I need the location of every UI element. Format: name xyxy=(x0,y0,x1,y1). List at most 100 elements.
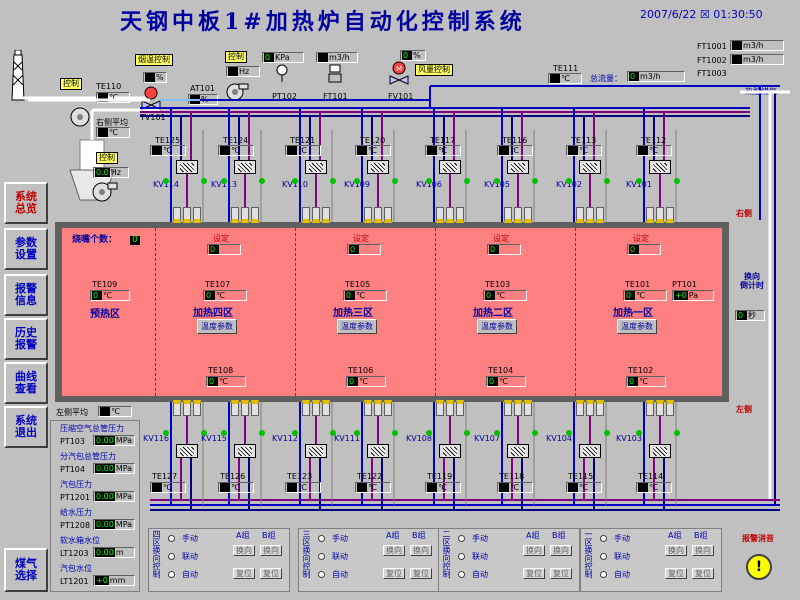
reverse-a-button[interactable]: 换向 xyxy=(665,545,687,556)
mode-radio-linkage[interactable] xyxy=(168,553,175,560)
sidebar-item-params[interactable]: 参数 设置 xyxy=(4,228,48,270)
upper-te-value-unit: ℃ xyxy=(231,146,240,155)
reset-b-button[interactable]: 复位 xyxy=(260,568,282,579)
upper-te-value: ℃ xyxy=(636,145,672,156)
zone-setpoint-number: 0 xyxy=(489,245,499,254)
reset-b-button[interactable]: 复位 xyxy=(410,568,432,579)
mode-radio-manual[interactable] xyxy=(318,535,325,542)
upper-nozzle-icon xyxy=(374,207,382,223)
zone-divider xyxy=(575,228,576,396)
lower-valve-indicator-icon xyxy=(604,430,610,436)
upper-kv-label: KV105 xyxy=(484,180,510,189)
mode-radio-auto[interactable] xyxy=(318,571,325,578)
mode-radio-manual[interactable] xyxy=(458,535,465,542)
lower-fan-icon[interactable] xyxy=(90,180,118,204)
total-flow-label: 总流量： xyxy=(590,74,622,83)
temp-params-button[interactable]: 温度参数 xyxy=(477,319,517,334)
reverse-b-button[interactable]: 换向 xyxy=(410,545,432,556)
reset-b-button[interactable]: 复位 xyxy=(692,568,714,579)
lower-burner-icon[interactable] xyxy=(176,444,198,458)
mode-radio-auto[interactable] xyxy=(600,571,607,578)
lower-burner-icon[interactable] xyxy=(367,444,389,458)
upper-burner-icon[interactable] xyxy=(234,160,256,174)
sidebar-item-alarms[interactable]: 报警 信息 xyxy=(4,274,48,316)
te110-tag: TE110 xyxy=(96,82,122,91)
mode-radio-linkage[interactable] xyxy=(458,553,465,560)
upper-fan-icon[interactable] xyxy=(68,105,94,131)
temp-params-button[interactable]: 温度参数 xyxy=(337,319,377,334)
upper-burner-icon[interactable] xyxy=(305,160,327,174)
reverse-b-button[interactable]: 换向 xyxy=(692,545,714,556)
reverse-b-button[interactable]: 换向 xyxy=(550,545,572,556)
upper-burner-icon[interactable] xyxy=(579,160,601,174)
lower-burner-icon[interactable] xyxy=(579,444,601,458)
reset-b-button[interactable]: 复位 xyxy=(550,568,572,579)
lower-nozzle-icon xyxy=(312,400,320,416)
upper-te-value-unit: ℃ xyxy=(163,146,172,155)
mode-radio-auto[interactable] xyxy=(168,571,175,578)
alarm-icon: ! xyxy=(755,559,763,575)
sidebar-item-exit[interactable]: 系统 退出 xyxy=(4,406,48,448)
lower-te-value: ℃ xyxy=(150,482,186,493)
upper-valve-indicator-icon xyxy=(494,178,500,184)
reverse-a-button[interactable]: 换向 xyxy=(233,545,255,556)
lower-burner-icon[interactable] xyxy=(439,444,461,458)
upper-valve-indicator-icon xyxy=(221,178,227,184)
reset-a-button[interactable]: 复位 xyxy=(383,568,405,579)
mode-label-manual: 手动 xyxy=(614,534,630,543)
upper-burner-icon[interactable] xyxy=(507,160,529,174)
lower-burner-icon[interactable] xyxy=(234,444,256,458)
gas-select-button[interactable]: 煤气 选择 xyxy=(4,548,48,592)
mode-radio-manual[interactable] xyxy=(600,535,607,542)
reverse-a-button[interactable]: 换向 xyxy=(523,545,545,556)
sidebar-item-curves[interactable]: 曲线 查看 xyxy=(4,362,48,404)
reset-a-button[interactable]: 复位 xyxy=(665,568,687,579)
upper-valve-indicator-icon xyxy=(354,178,360,184)
fv101-valve-icon[interactable]: M xyxy=(388,60,410,86)
lower-fan-control-button[interactable]: 控制 xyxy=(96,152,118,164)
chimney-control-button[interactable]: 控制 xyxy=(60,78,82,90)
lower-te-value-unit: ℃ xyxy=(579,483,588,492)
upper-burner-icon[interactable] xyxy=(649,160,671,174)
reverse-a-button[interactable]: 换向 xyxy=(383,545,405,556)
zone-te-top-tag: TE103 xyxy=(485,280,511,289)
upper-nozzle-icon xyxy=(666,207,674,223)
reset-a-button[interactable]: 复位 xyxy=(233,568,255,579)
tv101-label: TV101 xyxy=(140,113,166,122)
mode-radio-linkage[interactable] xyxy=(600,553,607,560)
upper-te-value-number xyxy=(220,146,230,155)
blower-fan-icon[interactable] xyxy=(225,82,249,102)
upper-burner-icon[interactable] xyxy=(367,160,389,174)
lower-burner-icon[interactable] xyxy=(507,444,529,458)
mode-radio-linkage[interactable] xyxy=(318,553,325,560)
fan-control-button[interactable]: 控制 xyxy=(225,51,247,63)
lower-burner-icon[interactable] xyxy=(305,444,327,458)
sidebar-item-history[interactable]: 历史 报警 xyxy=(4,318,48,360)
lower-burner-icon[interactable] xyxy=(649,444,671,458)
upper-valve-indicator-icon xyxy=(201,178,207,184)
mode-label-manual: 手动 xyxy=(332,534,348,543)
furnace-chamber xyxy=(62,228,722,396)
upper-kv-label: KV114 xyxy=(153,180,179,189)
upper-te-value: ℃ xyxy=(218,145,254,156)
upper-burner-icon[interactable] xyxy=(439,160,461,174)
ft1002-tag: FT1002 xyxy=(697,56,727,65)
sidebar-item-overview[interactable]: 系统 总览 xyxy=(4,182,48,224)
mode-radio-manual[interactable] xyxy=(168,535,175,542)
upper-burner-icon[interactable] xyxy=(176,160,198,174)
mode-radio-auto[interactable] xyxy=(458,571,465,578)
reset-a-button[interactable]: 复位 xyxy=(523,568,545,579)
temp-params-button[interactable]: 温度参数 xyxy=(617,319,657,334)
alarm-silence-label: 报警消音 xyxy=(742,534,774,543)
lower-nozzle-icon xyxy=(322,400,330,416)
air-volume-control-button[interactable]: 风量控制 xyxy=(415,64,453,76)
lower-nozzle-icon xyxy=(384,400,392,416)
reverse-b-button[interactable]: 换向 xyxy=(260,545,282,556)
upper-nozzle-icon xyxy=(384,207,392,223)
alarm-silence-button[interactable]: ! xyxy=(746,554,772,580)
temp-params-button[interactable]: 温度参数 xyxy=(197,319,237,334)
zone-setpoint-number: 0 xyxy=(349,245,359,254)
upper-te-tag: TE120 xyxy=(360,136,386,145)
reverse-control-title: 一区换向控制 xyxy=(584,530,593,578)
smoke-temp-control-button[interactable]: 烟温控制 xyxy=(135,54,173,66)
